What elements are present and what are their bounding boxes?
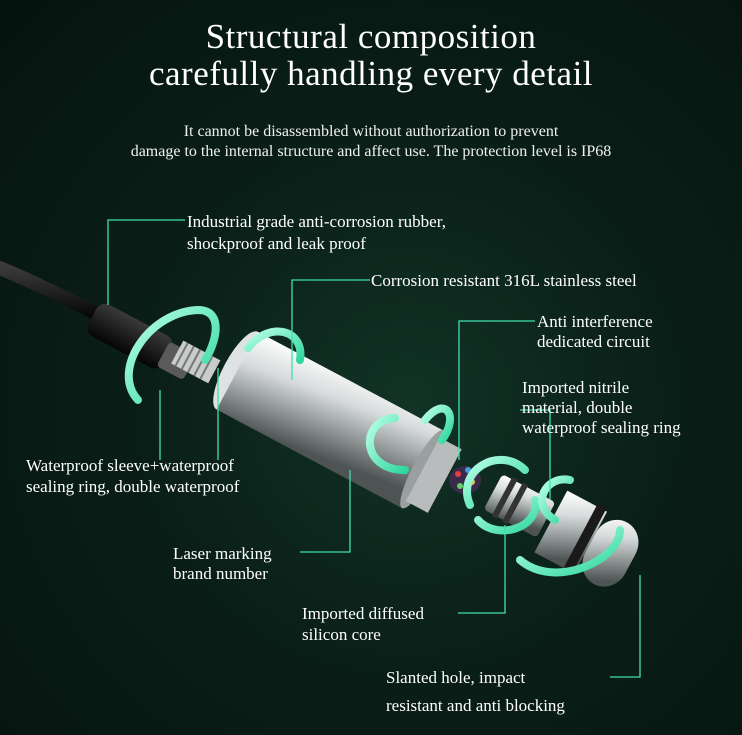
- silicon-core: [485, 475, 554, 537]
- callout-core-line1: Imported diffused: [302, 604, 424, 623]
- callout-hole-line2: resistant and anti blocking: [386, 696, 565, 715]
- callout-steel: Corrosion resistant 316L stainless steel: [371, 271, 637, 290]
- cable: [0, 261, 112, 325]
- page-title-line2: carefully handling every detail: [148, 54, 594, 93]
- callout-laser-line2: brand number: [173, 564, 268, 583]
- callout-nitrile-line1: Imported nitrile: [522, 378, 630, 397]
- page-title-line1: Structural composition: [205, 17, 537, 56]
- callout-circuit-line2: dedicated circuit: [537, 332, 650, 351]
- callout-rubber-line1: Industrial grade anti-corrosion rubber,: [187, 212, 446, 231]
- callout-rubber-line2: shockproof and leak proof: [187, 234, 366, 253]
- callout-core-line2: silicon core: [302, 625, 381, 644]
- callout-nitrile-line2: material, double: [522, 398, 633, 417]
- callout-hole-line1: Slanted hole, impact: [386, 668, 526, 687]
- callout-circuit-line1: Anti interference: [537, 312, 653, 331]
- callout-sleeve-line1: Waterproof sleeve+waterproof: [26, 456, 234, 475]
- callout-laser-line1: Laser marking: [173, 544, 272, 563]
- subtitle-line2: damage to the internal structure and aff…: [130, 143, 612, 160]
- callout-sleeve-line2: sealing ring, double waterproof: [26, 477, 240, 496]
- leader-lines: [107, 219, 641, 678]
- glow-rings: [124, 305, 624, 577]
- subtitle-line1: It cannot be disassembled without author…: [183, 123, 559, 140]
- callout-nitrile-line3: waterproof sealing ring: [522, 418, 681, 437]
- threaded-connector: [171, 340, 221, 384]
